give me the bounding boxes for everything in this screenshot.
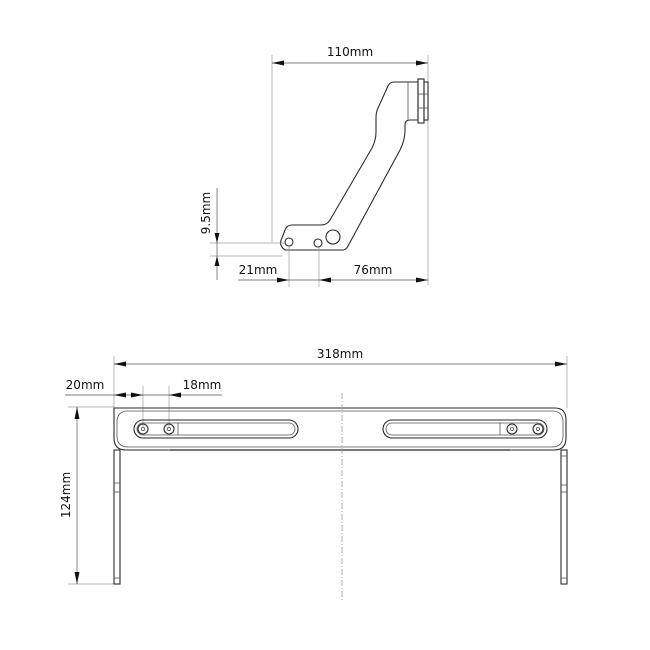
adjustment-slot-right [382, 419, 548, 439]
bracket-leg-right [560, 449, 568, 585]
dim-20mm: 20mm [66, 378, 105, 392]
adjustment-slot-left [133, 419, 299, 439]
dim-318mm: 318mm [317, 347, 363, 361]
dim-21mm: 21mm [239, 263, 278, 277]
dim-9-5mm: 9.5mm [199, 192, 213, 234]
slot-bolt [137, 423, 149, 435]
dim-76mm: 76mm [354, 263, 393, 277]
slot-bolt [163, 423, 175, 435]
mounting-hole [284, 237, 294, 247]
large-hole [325, 229, 341, 245]
bracket-top-bar [113, 407, 567, 451]
dim-124mm: 124mm [59, 472, 73, 518]
front-view: 318mm 20mm 18mm 124mm [59, 347, 568, 600]
slot-bolt [532, 423, 544, 435]
bracket-leg-left [113, 449, 121, 585]
slot-bolt [506, 423, 518, 435]
dim-18mm: 18mm [183, 378, 222, 392]
bracket-side-profile [279, 81, 419, 251]
mounting-hole [313, 238, 323, 248]
dim-110mm: 110mm [327, 45, 373, 59]
side-view: 110mm 9.5mm 21mm 76mm [199, 45, 429, 287]
